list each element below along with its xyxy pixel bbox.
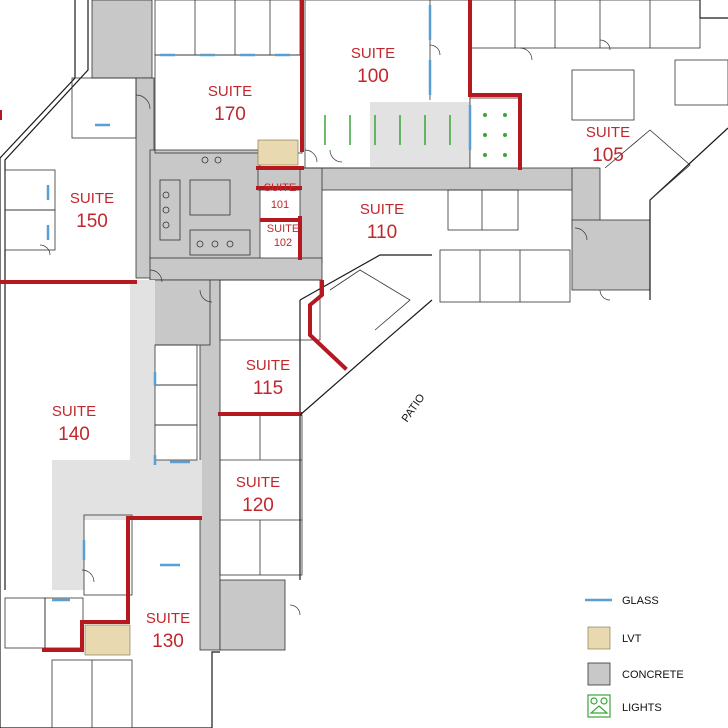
suite-130-number: 130 bbox=[152, 631, 184, 652]
door-swings bbox=[39, 39, 611, 616]
lights-area bbox=[324, 97, 521, 169]
glass-segments bbox=[46, 5, 472, 602]
suite-105-number: 105 bbox=[592, 145, 624, 166]
suite-120-word: SUITE bbox=[236, 474, 280, 491]
legend-lights-swatch bbox=[587, 694, 611, 718]
legend-glass-label: GLASS bbox=[622, 595, 659, 607]
suite-labels: SUITE 170 SUITE 100 SUITE 105 SUITE 150 … bbox=[52, 45, 630, 652]
suite-102-word: SUITE bbox=[267, 223, 299, 235]
suite-120-number: 120 bbox=[242, 495, 274, 516]
suite-boundaries bbox=[0, 0, 522, 652]
lvt-patches bbox=[84, 139, 299, 656]
legend-lvt-label: LVT bbox=[622, 633, 642, 645]
interior-walls bbox=[4, 0, 728, 728]
suite-140-word: SUITE bbox=[52, 403, 96, 420]
suite-130-word: SUITE bbox=[146, 610, 190, 627]
legend-concrete-label: CONCRETE bbox=[622, 669, 684, 681]
suite-105-word: SUITE bbox=[586, 124, 630, 141]
suite-100-number: 100 bbox=[357, 66, 389, 87]
suite-115-word: SUITE bbox=[246, 357, 290, 374]
suite-150-number: 150 bbox=[76, 211, 108, 232]
suite-102-number: 102 bbox=[274, 237, 292, 249]
concrete-corridors bbox=[52, 0, 651, 651]
patio-label: PATIO bbox=[400, 392, 428, 425]
suite-110-word: SUITE bbox=[360, 201, 404, 218]
legend-lvt-swatch bbox=[587, 626, 611, 650]
legend-concrete-swatch bbox=[587, 662, 611, 686]
suite-101-number: 101 bbox=[271, 199, 289, 211]
suite-101-word: SUITE bbox=[264, 182, 296, 194]
suite-170-number: 170 bbox=[214, 104, 246, 125]
legend-lights-label: LIGHTS bbox=[622, 702, 662, 714]
restroom-fixtures bbox=[159, 156, 251, 256]
legend: GLASS LVT CONCRETE LIGHTS bbox=[585, 595, 684, 718]
suite-140-number: 140 bbox=[58, 424, 90, 445]
suite-150-word: SUITE bbox=[70, 190, 114, 207]
suite-170-word: SUITE bbox=[208, 83, 252, 100]
suite-110-number: 110 bbox=[367, 222, 397, 243]
suite-100-word: SUITE bbox=[351, 45, 395, 62]
suite-115-number: 115 bbox=[253, 378, 283, 399]
patio-edge bbox=[299, 299, 433, 416]
